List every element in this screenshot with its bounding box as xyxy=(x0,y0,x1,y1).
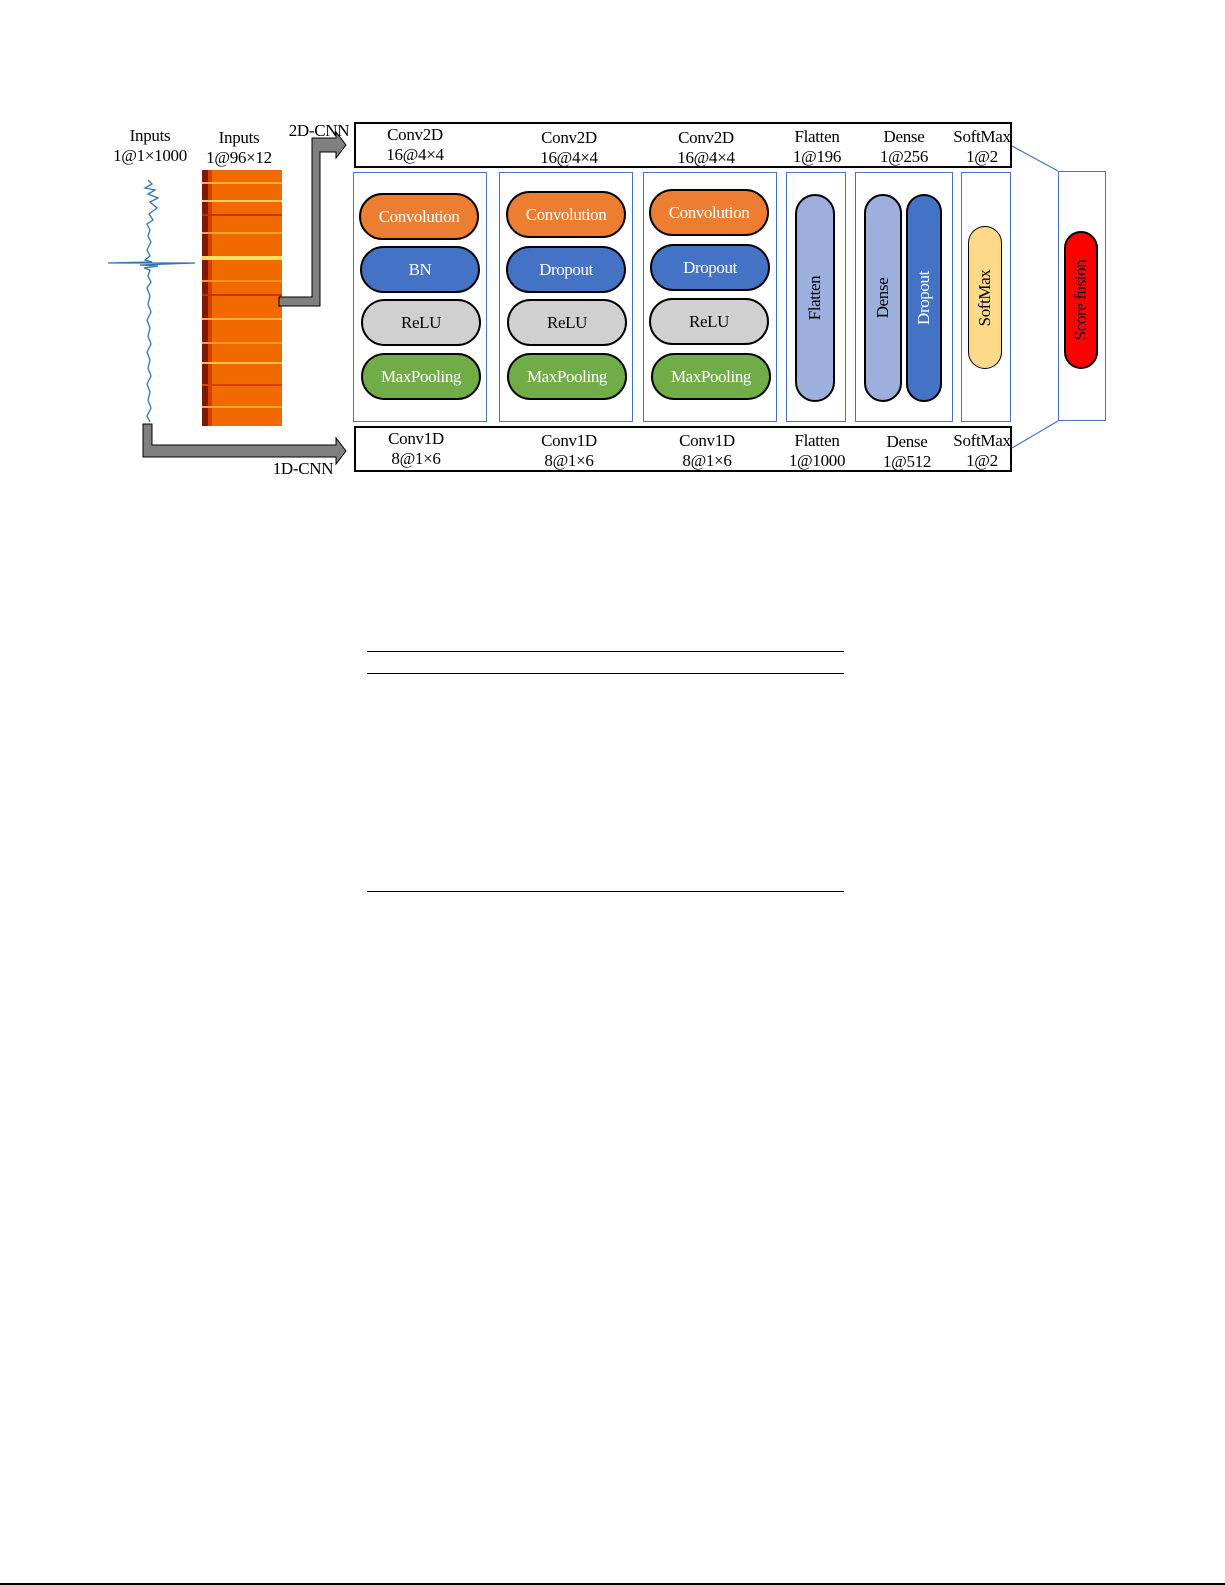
branch-arrows xyxy=(142,130,1059,466)
branch-label-1d: 1D-CNN xyxy=(272,459,334,478)
conv-block-1 xyxy=(353,172,487,422)
signal-input-shape: 1@1×1000 xyxy=(113,146,187,165)
branch-label-2d: 2D-CNN xyxy=(288,121,350,140)
maxpooling-layer: MaxPooling xyxy=(507,353,627,400)
flatten-layer: Flatten xyxy=(795,194,835,402)
bottom-layer-name: Flatten xyxy=(794,431,840,450)
bottom-layer-name: Conv1D xyxy=(679,431,735,450)
convolution-layer: Convolution xyxy=(506,191,626,238)
flatten-block xyxy=(786,172,846,422)
top-layer-name: SoftMax xyxy=(953,127,1011,146)
bottom-layer-name: SoftMax xyxy=(953,431,1011,450)
softmax-layer: SoftMax xyxy=(968,226,1002,369)
dense-label: Dense xyxy=(873,277,892,319)
bottom-layer-shape: 1@512 xyxy=(882,452,932,471)
page-bottom-rule xyxy=(0,1583,1225,1585)
bottom-layer-shape: 8@1×6 xyxy=(682,451,732,470)
softmax-block xyxy=(961,172,1011,422)
bottom-layer-name: Conv1D xyxy=(388,429,444,448)
relu-layer: ReLU xyxy=(361,299,481,346)
spectrogram-image xyxy=(202,170,282,426)
cnn2d-layer-row xyxy=(354,122,1012,168)
top-layer-shape: 1@2 xyxy=(966,147,998,166)
batchnorm-layer: BN xyxy=(360,246,480,293)
score-fusion-layer: Score fusion xyxy=(1064,231,1098,369)
image-input-shape: 1@96×12 xyxy=(206,148,272,167)
top-layer-name: Conv2D xyxy=(387,125,443,144)
top-layer-name: Flatten xyxy=(794,127,840,146)
top-layer-shape: 1@196 xyxy=(792,147,842,166)
dense-dropout-label: Dropout xyxy=(914,271,933,325)
flatten-label: Flatten xyxy=(805,275,824,321)
bottom-layer-shape: 1@2 xyxy=(966,451,998,470)
table-header-rule xyxy=(367,673,844,674)
convolution-layer: Convolution xyxy=(649,189,769,236)
bottom-layer-shape: 1@1000 xyxy=(788,451,846,470)
dense-layer: Dense xyxy=(864,194,902,402)
relu-layer: ReLU xyxy=(649,298,769,345)
top-layer-shape: 16@4×4 xyxy=(386,145,444,164)
bottom-layer-name: Conv1D xyxy=(541,431,597,450)
relu-layer: ReLU xyxy=(507,299,627,346)
dense-block xyxy=(855,172,953,422)
cnn1d-layer-row xyxy=(354,426,1012,472)
conv-block-2 xyxy=(499,172,633,422)
softmax-label: SoftMax xyxy=(975,269,994,326)
dropout-layer: Dropout xyxy=(506,246,626,293)
signal-input-title: Inputs xyxy=(129,126,171,145)
top-layer-name: Conv2D xyxy=(678,128,734,147)
top-layer-name: Dense xyxy=(883,127,925,146)
dropout-layer: Dropout xyxy=(650,244,770,291)
top-layer-shape: 1@256 xyxy=(879,147,929,166)
image-input-title: Inputs xyxy=(218,128,260,147)
bottom-layer-shape: 8@1×6 xyxy=(544,451,594,470)
score-fusion-label: Score fusion xyxy=(1071,259,1090,341)
conv-block-3 xyxy=(643,172,777,422)
top-layer-shape: 16@4×4 xyxy=(540,148,598,167)
score-fusion-block xyxy=(1058,171,1106,421)
bottom-layer-name: Dense xyxy=(886,432,928,451)
convolution-layer: Convolution xyxy=(359,193,479,240)
maxpooling-layer: MaxPooling xyxy=(361,353,481,400)
top-layer-shape: 16@4×4 xyxy=(677,148,735,167)
top-layer-name: Conv2D xyxy=(541,128,597,147)
signal-waveform xyxy=(107,179,196,423)
table-top-rule xyxy=(367,651,844,652)
bottom-layer-shape: 8@1×6 xyxy=(391,449,441,468)
dense-dropout-layer: Dropout xyxy=(906,194,942,402)
maxpooling-layer: MaxPooling xyxy=(651,353,771,400)
table-bottom-rule xyxy=(367,891,844,892)
